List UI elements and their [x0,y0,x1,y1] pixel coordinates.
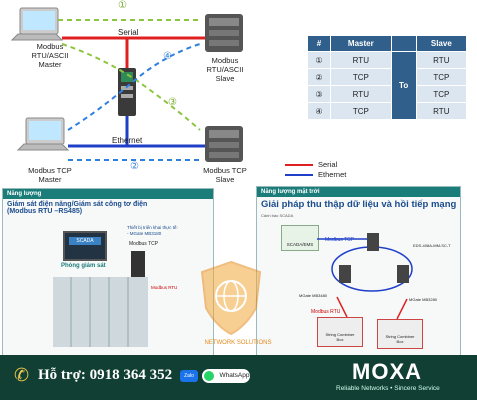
scada-ems-label: SCADA/EMS [286,242,314,247]
rtu-slave-device-icon [205,14,243,52]
tcp-slave-device-icon [205,126,243,162]
legend-lines [285,164,313,176]
whatsapp-button[interactable]: WhatsApp [202,369,250,383]
modbus-rtu-label: Modbus RTU [151,285,178,290]
row-master: TCP [330,102,392,120]
row-master: RTU [330,85,392,103]
mode-table: # Master Slave ① RTU To RTU ② TCP TCP ③ … [307,35,468,120]
table-header-row: # Master Slave [307,35,468,52]
zalo-button[interactable]: Zalo [180,370,198,382]
switch-icon [339,265,351,283]
path-number-1: ① [118,0,127,11]
footer-bar: ✆ Hỗ trợ: 0918 364 352 Zalo WhatsApp MOX… [0,355,477,400]
row-slave: RTU [415,102,468,120]
serial-label: Serial [118,28,139,37]
ethernet-label: Ethernet [112,136,143,145]
monitor-room-label: Phòng giám sát [61,263,106,269]
switch-label: EDS-408A-MM-SC-T [413,243,451,248]
path-3 [61,43,201,131]
gateway-right-label: MGate MB3280 [409,297,438,302]
table-to: To [390,51,417,120]
combiner-label: Box [396,339,404,344]
moxa-logo: MOXA [352,359,422,384]
row-num: ③ [307,85,331,103]
switch-icon [367,233,379,251]
scada-monitor-icon: SCADA [63,231,107,261]
combiner-box-left: String Combiner Box [317,317,363,347]
device-note-1: Thiết bị triển khai thực tế: [127,225,178,230]
legend-ethernet: Ethernet [318,170,347,179]
table-row: ② TCP TCP [307,68,468,86]
shield-logo-icon [200,260,262,336]
row-master: TCP [330,68,392,86]
modbus-rtu-label: Modbus RTU [311,309,341,315]
phone-icon: ✆ [14,365,30,385]
combiner-label: Box [336,337,344,342]
gateway-small-icon [131,251,145,277]
scada-label: SCADA [69,237,101,245]
table-row: ④ TCP RTU [307,102,468,120]
solar-panel: Năng lượng mặt trời Giải pháp thu thập d… [256,186,461,356]
moxa-tagline: Reliable Networks • Sincere Service [336,385,440,392]
device-note-2: - MGate MB3180 [127,231,162,236]
path-number-4: ④ [163,51,172,62]
row-num: ④ [307,102,331,120]
row-num: ② [307,68,331,86]
legend-serial: Serial [318,160,338,169]
table-header: Master [330,35,392,52]
row-slave: TCP [415,85,468,103]
tcp-master-computer-icon [16,117,70,151]
row-master: RTU [330,51,392,69]
cabinet-rack-icon [53,277,148,347]
support-phone[interactable]: Hỗ trợ: 0918 364 352 [38,367,173,383]
panel-tag: Năng lượng mặt trời [257,187,460,197]
switch-icon [397,265,409,283]
table-header: Slave [415,35,468,52]
gateway-left-label: MGate MB3480 [299,293,328,298]
row-slave: RTU [415,51,468,69]
table-row: ③ RTU TCP [307,85,468,103]
panel-title: Giải pháp thu thập dữ liệu và hồi tiếp m… [261,199,457,210]
modbus-tcp-label: Modbus TCP [325,237,355,243]
table-header [390,35,417,52]
panel-tag: Năng lượng [3,189,213,199]
combiner-box-right: String Combiner Box [377,319,423,349]
table-header: # [307,35,331,52]
modbus-tcp-label: Modbus TCP [129,241,159,247]
path-4 [67,43,201,131]
row-num: ① [307,51,331,69]
whatsapp-icon [204,371,214,381]
path-number-3: ③ [168,97,177,108]
table-row: ① RTU To RTU [307,51,468,120]
row-slave: TCP [415,68,468,86]
combiner-label: String Combiner [325,332,355,337]
path-number-2: ② [130,161,139,172]
zalo-label: Zalo [184,373,194,379]
panel-subtitle: Cảnh báo SCADA [261,213,294,218]
energy-monitoring-panel: Năng lượng Giám sát điện năng/Giám sát c… [2,188,214,356]
whatsapp-label: WhatsApp [219,372,250,379]
watermark-text: NETWORK SOLUTIONS [204,340,272,346]
modbus-diagram [10,7,243,162]
panel-title: Giám sát điện năng/Giám sát công tơ điện… [7,201,148,215]
combiner-label: String Combiner [385,334,415,339]
scada-box: SCADA/EMS [281,225,319,251]
rtu-master-computer-icon [10,7,64,41]
